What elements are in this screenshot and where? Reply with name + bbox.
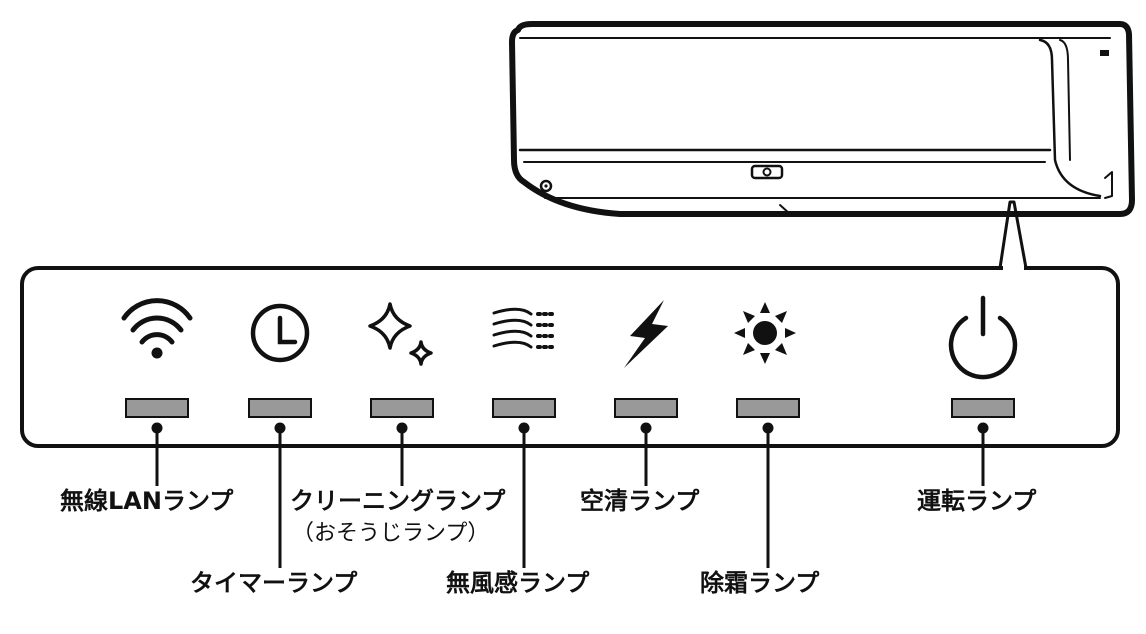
sun-icon bbox=[734, 302, 796, 364]
sparkle-icon bbox=[368, 302, 433, 366]
defrost-lamp-label: 除霜ランプ bbox=[700, 569, 820, 597]
power-icon bbox=[948, 295, 1018, 380]
leader-dot-windless bbox=[518, 422, 530, 434]
wifi-lamp-label: 無線LANランプ bbox=[60, 487, 234, 515]
leader-dot-air-purify bbox=[640, 422, 652, 434]
leader-dot-operation bbox=[977, 422, 989, 434]
breeze-icon bbox=[492, 307, 558, 349]
lamp-indicator-operation bbox=[951, 398, 1015, 418]
lamp-indicator-cleaning bbox=[370, 398, 434, 418]
cleaning-lamp-label: クリーニングランプ bbox=[290, 487, 506, 515]
timer-lamp-label: タイマーランプ bbox=[190, 569, 358, 597]
leader-dot-timer bbox=[274, 422, 286, 434]
leader-dot-cleaning bbox=[396, 422, 408, 434]
clock-icon bbox=[250, 303, 310, 363]
lamp-indicator-defrost bbox=[736, 398, 800, 418]
operation-lamp-label: 運転ランプ bbox=[917, 487, 1037, 515]
wifi-icon bbox=[121, 298, 193, 359]
leader-dot-wifi bbox=[151, 422, 163, 434]
leader-dot-defrost bbox=[762, 422, 774, 434]
lightning-icon bbox=[624, 300, 668, 368]
lamp-indicator-timer bbox=[248, 398, 312, 418]
windless-lamp-label: 無風感ランプ bbox=[446, 569, 590, 597]
lamp-indicator-wifi bbox=[125, 398, 189, 418]
air-purify-lamp-label: 空清ランプ bbox=[580, 487, 700, 515]
lamp-indicator-air-purify bbox=[614, 398, 678, 418]
air-conditioner-unit bbox=[509, 21, 1135, 270]
lamp-indicator-windless bbox=[492, 398, 556, 418]
cleaning-lamp-sublabel: （おそうじランプ） bbox=[292, 521, 490, 546]
